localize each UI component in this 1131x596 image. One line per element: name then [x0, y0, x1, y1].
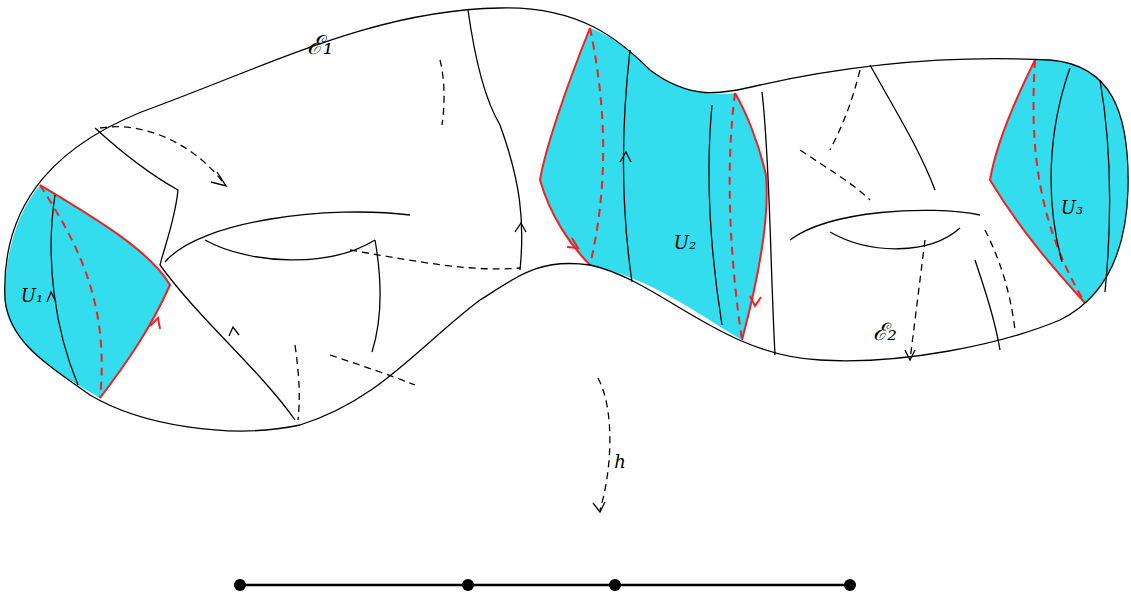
dashed-curve	[830, 70, 860, 150]
piece-label: ℰ₂	[873, 319, 897, 345]
region-label: U₁	[21, 286, 43, 306]
graph-vertex	[462, 579, 474, 591]
graph-vertex	[844, 579, 856, 591]
dashed-curve	[295, 345, 299, 420]
hole-curve	[790, 210, 980, 240]
core-curve	[40, 185, 102, 398]
hole-curve	[830, 228, 960, 249]
region-fill	[990, 60, 1128, 303]
hole-curve	[165, 212, 410, 262]
dashed-curve	[330, 355, 415, 385]
map-label: h	[614, 452, 626, 472]
dashed-curve	[910, 240, 925, 360]
region-band: U₂	[535, 24, 775, 344]
boundary-curve	[40, 185, 170, 398]
dashed-curve	[440, 60, 444, 125]
region-band: U₃	[985, 55, 1131, 307]
boundary-curve	[540, 28, 590, 265]
core-curve	[590, 28, 603, 265]
solid-curve	[468, 10, 522, 270]
region-band: U₁	[5, 180, 175, 402]
boundary-curve	[735, 93, 767, 340]
map-arrow	[598, 378, 610, 510]
region-label: U₂	[674, 233, 696, 253]
boundary-curve	[990, 60, 1085, 303]
solid-curve	[975, 260, 1000, 350]
graph-edge	[240, 584, 850, 587]
dashed-curve	[350, 250, 520, 269]
piece-label: ℰ₁	[307, 31, 333, 60]
arrowhead	[567, 238, 578, 248]
solid-curve	[870, 65, 935, 190]
region-label: U₃	[1061, 198, 1083, 218]
dashed-curve	[100, 127, 225, 185]
region-shape	[985, 55, 1131, 307]
core-curve	[1033, 60, 1085, 303]
region-shape	[535, 24, 775, 344]
arrowhead	[211, 172, 226, 186]
solid-curve	[160, 265, 295, 420]
graph-vertex	[234, 579, 246, 591]
dashed-curve	[800, 150, 870, 200]
hole-curve	[205, 240, 375, 260]
solid-curve	[372, 240, 380, 352]
region-fill	[540, 28, 767, 340]
arrowhead	[515, 223, 526, 232]
arrowhead	[750, 296, 761, 306]
surface-outline	[5, 8, 1128, 431]
dashed-curve	[985, 230, 1015, 330]
core-curve	[730, 93, 742, 340]
arrowhead	[905, 350, 915, 360]
arrowhead	[229, 327, 239, 336]
arrowhead	[593, 502, 605, 512]
graph-vertex	[609, 579, 621, 591]
arrowhead	[150, 318, 160, 329]
region-fill	[5, 185, 170, 398]
